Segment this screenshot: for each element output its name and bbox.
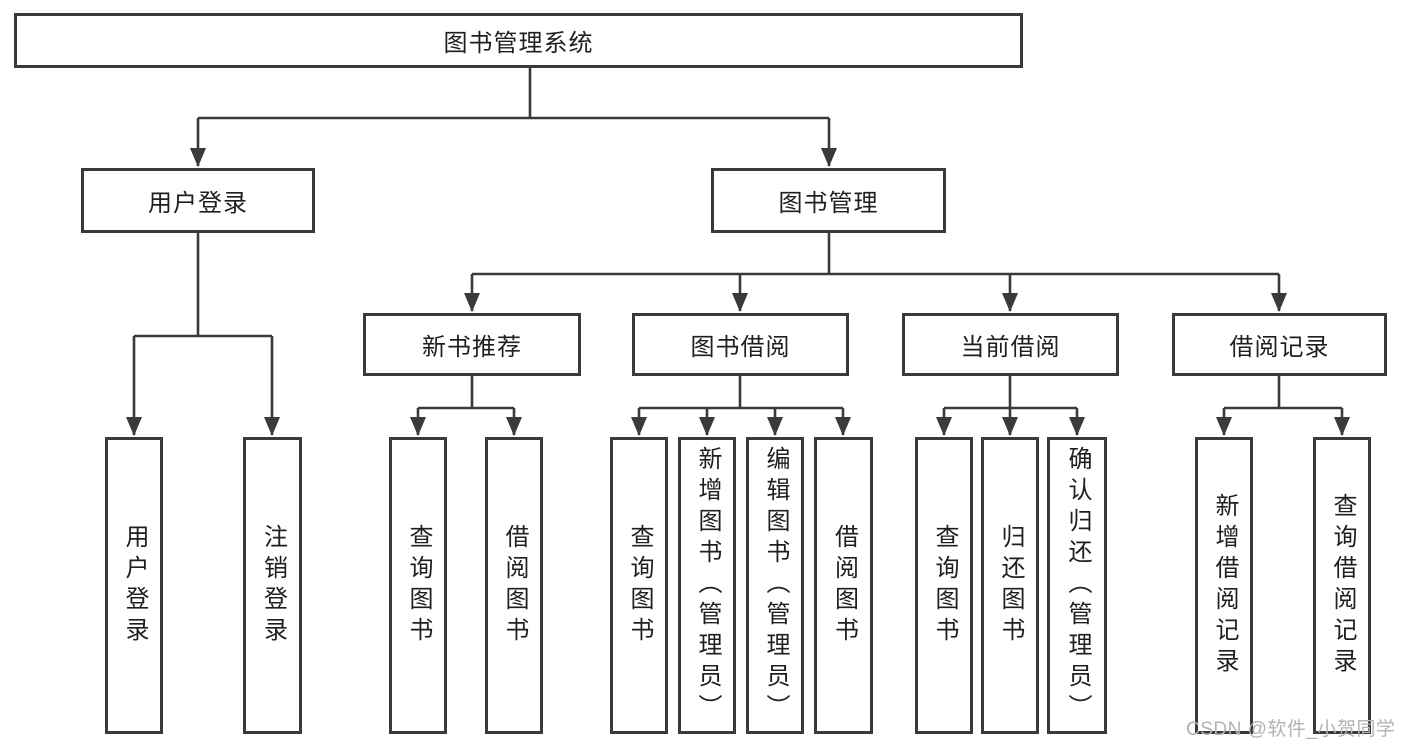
node-book-borrow: 图书借阅 — [632, 313, 849, 376]
leaf-edit-books-admin: 编辑图书（管理员） — [746, 437, 804, 734]
node-borrow-records: 借阅记录 — [1172, 313, 1387, 376]
node-label: 新书推荐 — [422, 334, 522, 361]
node-label: 图书借阅 — [690, 334, 791, 361]
node-book-management: 图书管理 — [711, 168, 946, 233]
leaf-return-books: 归还图书 — [981, 437, 1039, 734]
node-label: 归还图书 — [997, 523, 1024, 648]
leaf-confirm-return-admin: 确认归还（管理员） — [1047, 437, 1107, 734]
node-label: 当前借阅 — [960, 334, 1061, 361]
node-label: 借阅记录 — [1229, 334, 1330, 361]
node-label: 用户登录 — [148, 190, 248, 217]
leaf-recommend-query-books: 查询图书 — [389, 437, 447, 734]
leaf-logout: 注销登录 — [243, 437, 302, 734]
node-label: 查询图书 — [626, 523, 653, 648]
node-label: 图书管理 — [778, 190, 879, 217]
node-label: 查询图书 — [405, 523, 432, 648]
node-label: 借阅图书 — [501, 523, 528, 648]
node-label: 借阅图书 — [830, 523, 858, 648]
node-label: 新增图书（管理员） — [694, 446, 721, 725]
leaf-recommend-borrow-books: 借阅图书 — [485, 437, 543, 734]
node-label: 用户登录 — [121, 523, 148, 648]
csdn-watermark: CSDN @软件_小贺同学 — [1186, 719, 1396, 740]
node-label: 查询借阅记录 — [1329, 492, 1356, 679]
leaf-borrow-books: 借阅图书 — [814, 437, 873, 734]
leaf-user-login: 用户登录 — [105, 437, 163, 734]
node-label: 新增借阅记录 — [1211, 492, 1238, 679]
leaf-current-query-books: 查询图书 — [915, 437, 973, 734]
node-new-book-recommend: 新书推荐 — [363, 313, 581, 376]
leaf-add-borrow-record: 新增借阅记录 — [1195, 437, 1253, 734]
node-user-login: 用户登录 — [81, 168, 315, 233]
node-label: 查询图书 — [931, 523, 958, 648]
node-label: 确认归还（管理员） — [1064, 446, 1091, 725]
leaf-borrow-query-books: 查询图书 — [610, 437, 668, 734]
node-label: 图书管理系统 — [443, 30, 594, 57]
node-current-borrow: 当前借阅 — [902, 313, 1119, 376]
leaf-add-books-admin: 新增图书（管理员） — [678, 437, 736, 734]
leaf-query-borrow-record: 查询借阅记录 — [1313, 437, 1371, 734]
node-root: 图书管理系统 — [14, 13, 1023, 68]
node-label: 编辑图书（管理员） — [762, 446, 789, 725]
node-label: 注销登录 — [259, 523, 287, 648]
